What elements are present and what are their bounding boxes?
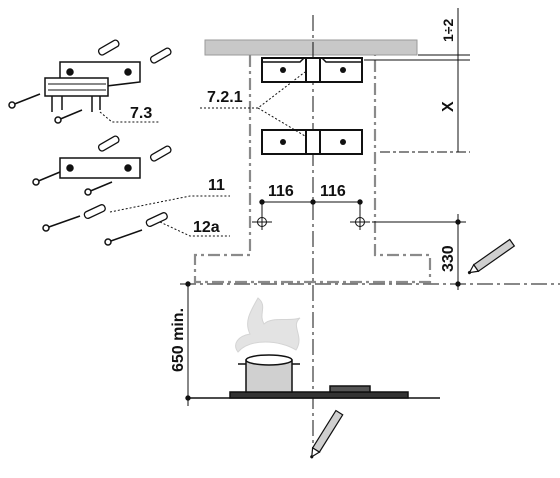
hole-height-label: 330 — [440, 245, 457, 272]
hole-height-dimension — [372, 214, 466, 290]
hole-spacing-dimension — [252, 199, 370, 230]
steam-icon — [235, 297, 301, 353]
bracket-part-leader — [200, 71, 306, 137]
min-height-label: 650 min. — [170, 308, 187, 372]
wall-bracket-label: 7.3 — [130, 105, 152, 122]
ceiling-bar-icon — [204, 39, 418, 56]
ceiling — [204, 39, 418, 56]
wall-bracket-assembly-bottom — [59, 157, 141, 179]
parts-leaders — [109, 195, 230, 237]
bracket-spacing-dimension — [364, 59, 470, 153]
dowel-label: 11 — [208, 177, 225, 194]
bracket-part-label: 7.2.1 — [207, 89, 243, 106]
right-offset-label: 116 — [320, 183, 346, 200]
wall-bracket-leader — [99, 111, 160, 123]
pot-icon — [238, 354, 300, 393]
screw-label: 12a — [193, 219, 220, 236]
pencil-icon — [310, 238, 516, 459]
screw-icon — [8, 93, 143, 246]
left-offset-label: 116 — [268, 183, 294, 200]
bracket-spacing-label: X — [440, 101, 457, 112]
dowel-icon — [83, 39, 172, 228]
hob-icon — [188, 385, 440, 399]
upper-bracket — [261, 57, 363, 83]
ceiling-gap-label: 1÷2 — [440, 19, 456, 42]
lower-bracket — [261, 129, 363, 155]
wall-bracket-assembly-top — [44, 61, 141, 112]
hood-outline — [193, 55, 432, 284]
